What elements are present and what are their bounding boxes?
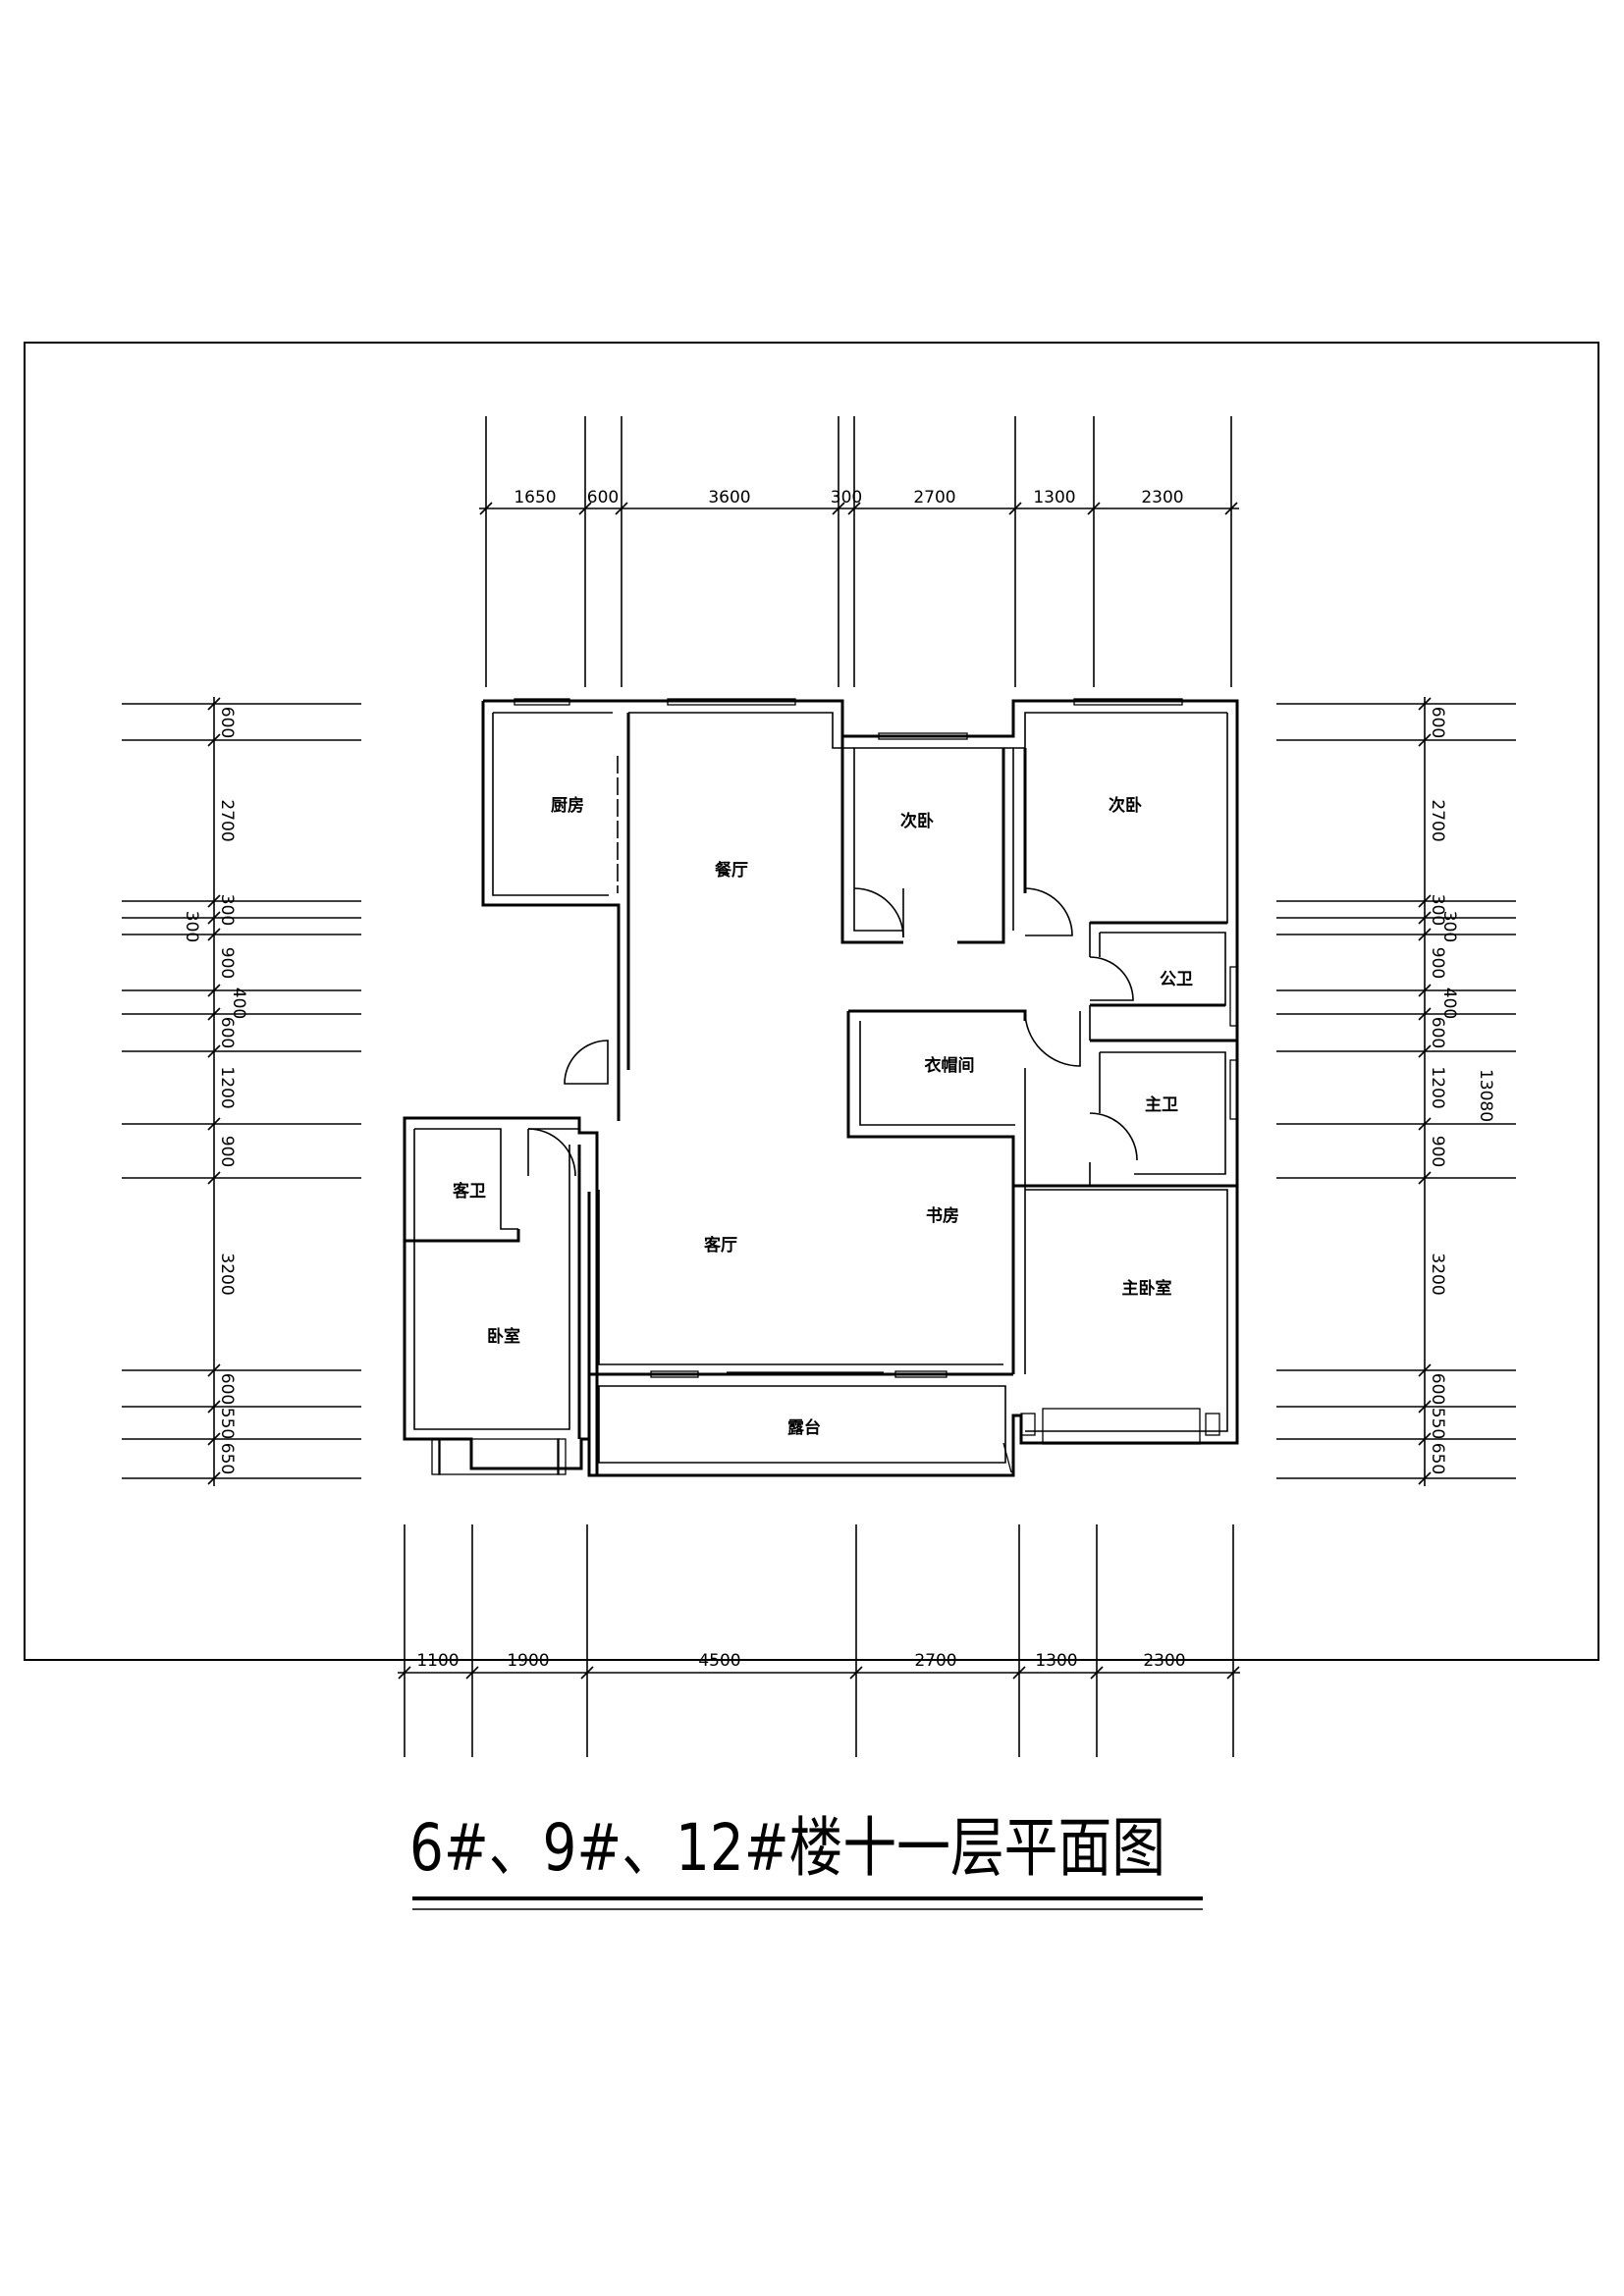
room-label-dining: 餐厅: [715, 860, 748, 881]
dim-left-8: 1200: [217, 1066, 237, 1108]
bottom-dimension-chain: 1100 1900 4500 2700 1300 2300: [398, 1524, 1240, 1757]
dim-right-2: 2700: [1428, 799, 1447, 841]
dim-right-13: 650: [1428, 1443, 1447, 1474]
dim-bottom-3: 4500: [698, 1651, 740, 1671]
dim-top-2: 600: [587, 488, 619, 507]
dim-bottom-5: 1300: [1035, 1651, 1077, 1671]
dim-right-1: 600: [1428, 707, 1447, 738]
dim-right-9: 900: [1428, 1136, 1447, 1167]
dim-right-6: 400: [1439, 988, 1459, 1019]
dim-left-2: 2700: [217, 799, 237, 841]
room-label-living: 客厅: [703, 1235, 737, 1255]
dim-right-12: 550: [1428, 1408, 1447, 1439]
dim-bottom-4: 2700: [914, 1651, 956, 1671]
drawing-title: 6#、9#、12#楼十一层平面图: [409, 1810, 1165, 1886]
room-label-cloakroom: 衣帽间: [925, 1055, 975, 1076]
dim-top-1: 1650: [514, 488, 556, 507]
room-labels: 厨房 餐厅 次卧 次卧 公卫 衣帽间 主卫 客卫 客厅 书房 主卧室 卧室 露台: [452, 795, 1193, 1438]
dim-left-6: 400: [229, 988, 248, 1019]
windows: [431, 698, 1238, 1475]
dim-left-4: 300: [182, 911, 201, 942]
dim-top-6: 1300: [1033, 488, 1075, 507]
room-label-master-bath: 主卫: [1145, 1095, 1178, 1115]
room-label-bedroom: 卧室: [487, 1326, 520, 1347]
dim-top-3: 3600: [708, 488, 750, 507]
dim-right-3: 300: [1428, 894, 1447, 926]
dim-right-10: 3200: [1428, 1253, 1447, 1295]
dim-top-5: 2700: [913, 488, 955, 507]
dim-right-total: 13080: [1476, 1069, 1495, 1122]
dim-left-11: 600: [217, 1373, 237, 1405]
dim-right-8: 1200: [1428, 1066, 1447, 1108]
dim-right-4: 300: [1439, 911, 1459, 942]
room-label-master-bedroom: 主卧室: [1122, 1278, 1172, 1299]
room-label-second-bedroom-a: 次卧: [900, 811, 934, 831]
room-label-terrace: 露台: [787, 1417, 821, 1438]
top-dimension-chain: 1650 600 3600 300 2700 1300 2300: [479, 416, 1239, 687]
dim-left-12: 550: [217, 1408, 237, 1439]
left-dimension-chain: 600 2700 300 300 900 400 600 1200 900 32…: [122, 697, 361, 1486]
dim-left-13: 650: [217, 1443, 237, 1474]
dim-top-4: 300: [831, 488, 862, 507]
dim-left-10: 3200: [217, 1253, 237, 1295]
dim-right-7: 600: [1428, 1017, 1447, 1048]
dim-left-7: 600: [217, 1017, 237, 1048]
dim-bottom-6: 2300: [1143, 1651, 1185, 1671]
room-label-second-bedroom-b: 次卧: [1109, 795, 1142, 816]
room-label-kitchen: 厨房: [551, 795, 584, 816]
dim-right-5: 900: [1428, 947, 1447, 979]
dim-left-1: 600: [217, 707, 237, 738]
dim-left-5: 900: [217, 947, 237, 979]
dim-right-11: 600: [1428, 1373, 1447, 1405]
dim-left-3: 300: [217, 894, 237, 926]
dim-left-9: 900: [217, 1136, 237, 1167]
room-label-study: 书房: [926, 1205, 959, 1226]
doors: [527, 756, 1138, 1177]
dim-top-7: 2300: [1141, 488, 1183, 507]
room-label-guest-bath: 客卫: [452, 1181, 486, 1201]
dim-bottom-1: 1100: [416, 1651, 459, 1671]
drawing-frame: [24, 342, 1599, 1661]
dim-bottom-2: 1900: [507, 1651, 549, 1671]
room-label-public-bath: 公卫: [1160, 970, 1193, 989]
walls: [403, 699, 1239, 1477]
right-dimension-chain: 600 2700 300 300 900 400 600 1200 900 32…: [1276, 697, 1516, 1486]
